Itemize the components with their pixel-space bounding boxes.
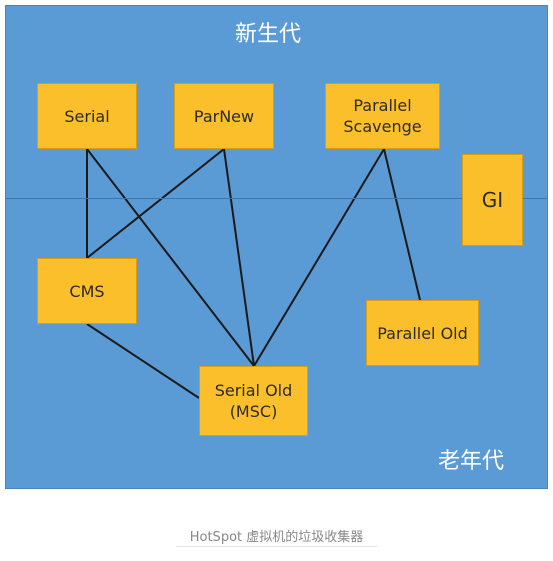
caption-underline [176,546,377,547]
collector-diagram: 新生代 老年代 Serial ParNew Parallel Scavenge … [5,5,548,489]
collector-serial-old: Serial Old (MSC) [199,366,308,436]
young-generation-label: 新生代 [235,22,302,47]
link-cms-serialold [86,323,200,399]
figure-caption: HotSpot 虚拟机的垃圾收集器 [189,530,364,545]
generation-divider [6,198,547,199]
collector-parallel-old: Parallel Old [366,300,479,366]
link-parnew-serialold [223,148,255,367]
collector-parnew: ParNew [174,83,274,149]
link-serial-serialold [86,148,255,367]
collector-g1: GI [462,154,523,246]
link-parallelscavenge-parallelold [383,148,421,301]
collector-cms: CMS [37,258,137,324]
link-parallelscavenge-serialold [253,148,385,367]
old-generation-label: 老年代 [438,449,505,474]
connection-lines [86,148,421,399]
collector-parallel-scavenge: Parallel Scavenge [325,83,440,149]
collector-serial: Serial [37,83,137,149]
link-parnew-cms [86,148,225,259]
